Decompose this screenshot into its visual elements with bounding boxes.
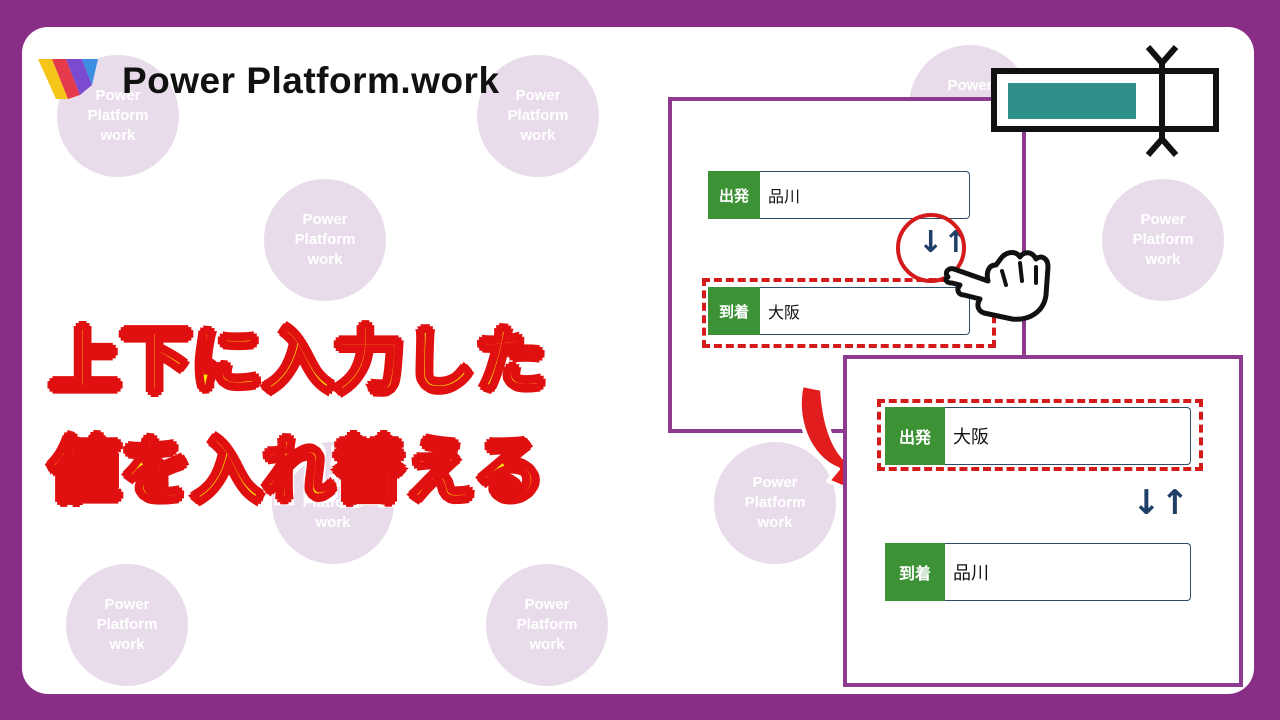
thumbnail-card: Power Platform work Power Platform work … — [22, 27, 1254, 694]
watermark: Power Platform work — [477, 55, 599, 177]
watermark: Power Platform work — [264, 179, 386, 301]
arrival-field: 到着 大阪 — [708, 287, 970, 335]
swap-button[interactable]: ↓↑ — [1132, 483, 1189, 523]
watermark: Power Platform work — [272, 442, 394, 564]
arrival-field: 到着 品川 — [885, 543, 1191, 601]
arrival-input[interactable]: 大阪 — [760, 287, 970, 335]
headline-line-1: 上下に入力した — [49, 319, 548, 404]
departure-label: 出発 — [885, 407, 945, 465]
watermark: Power Platform work — [486, 564, 608, 686]
arrival-input[interactable]: 品川 — [945, 543, 1191, 601]
watermark: Power Platform work — [66, 564, 188, 686]
departure-input[interactable]: 品川 — [760, 171, 970, 219]
departure-input[interactable]: 大阪 — [945, 407, 1191, 465]
arrival-label: 到着 — [885, 543, 945, 601]
departure-highlight — [877, 399, 1203, 471]
after-panel: 出発 大阪 ↓↑ 到着 品川 — [843, 355, 1243, 687]
departure-field: 出発 大阪 — [885, 407, 1191, 465]
watermark: Power Platform work — [714, 442, 836, 564]
arrival-label: 到着 — [708, 287, 760, 335]
slider-icon — [991, 45, 1219, 157]
logo-icon — [38, 59, 98, 99]
departure-field: 出発 品川 — [708, 171, 970, 219]
pointing-hand-icon — [943, 250, 1051, 322]
headline-line-2: 値を入れ替える — [49, 429, 546, 514]
watermark: Power Platform work — [1102, 179, 1224, 301]
departure-label: 出発 — [708, 171, 760, 219]
click-highlight-circle — [896, 213, 966, 283]
brand-name: Power Platform.work — [122, 60, 500, 101]
